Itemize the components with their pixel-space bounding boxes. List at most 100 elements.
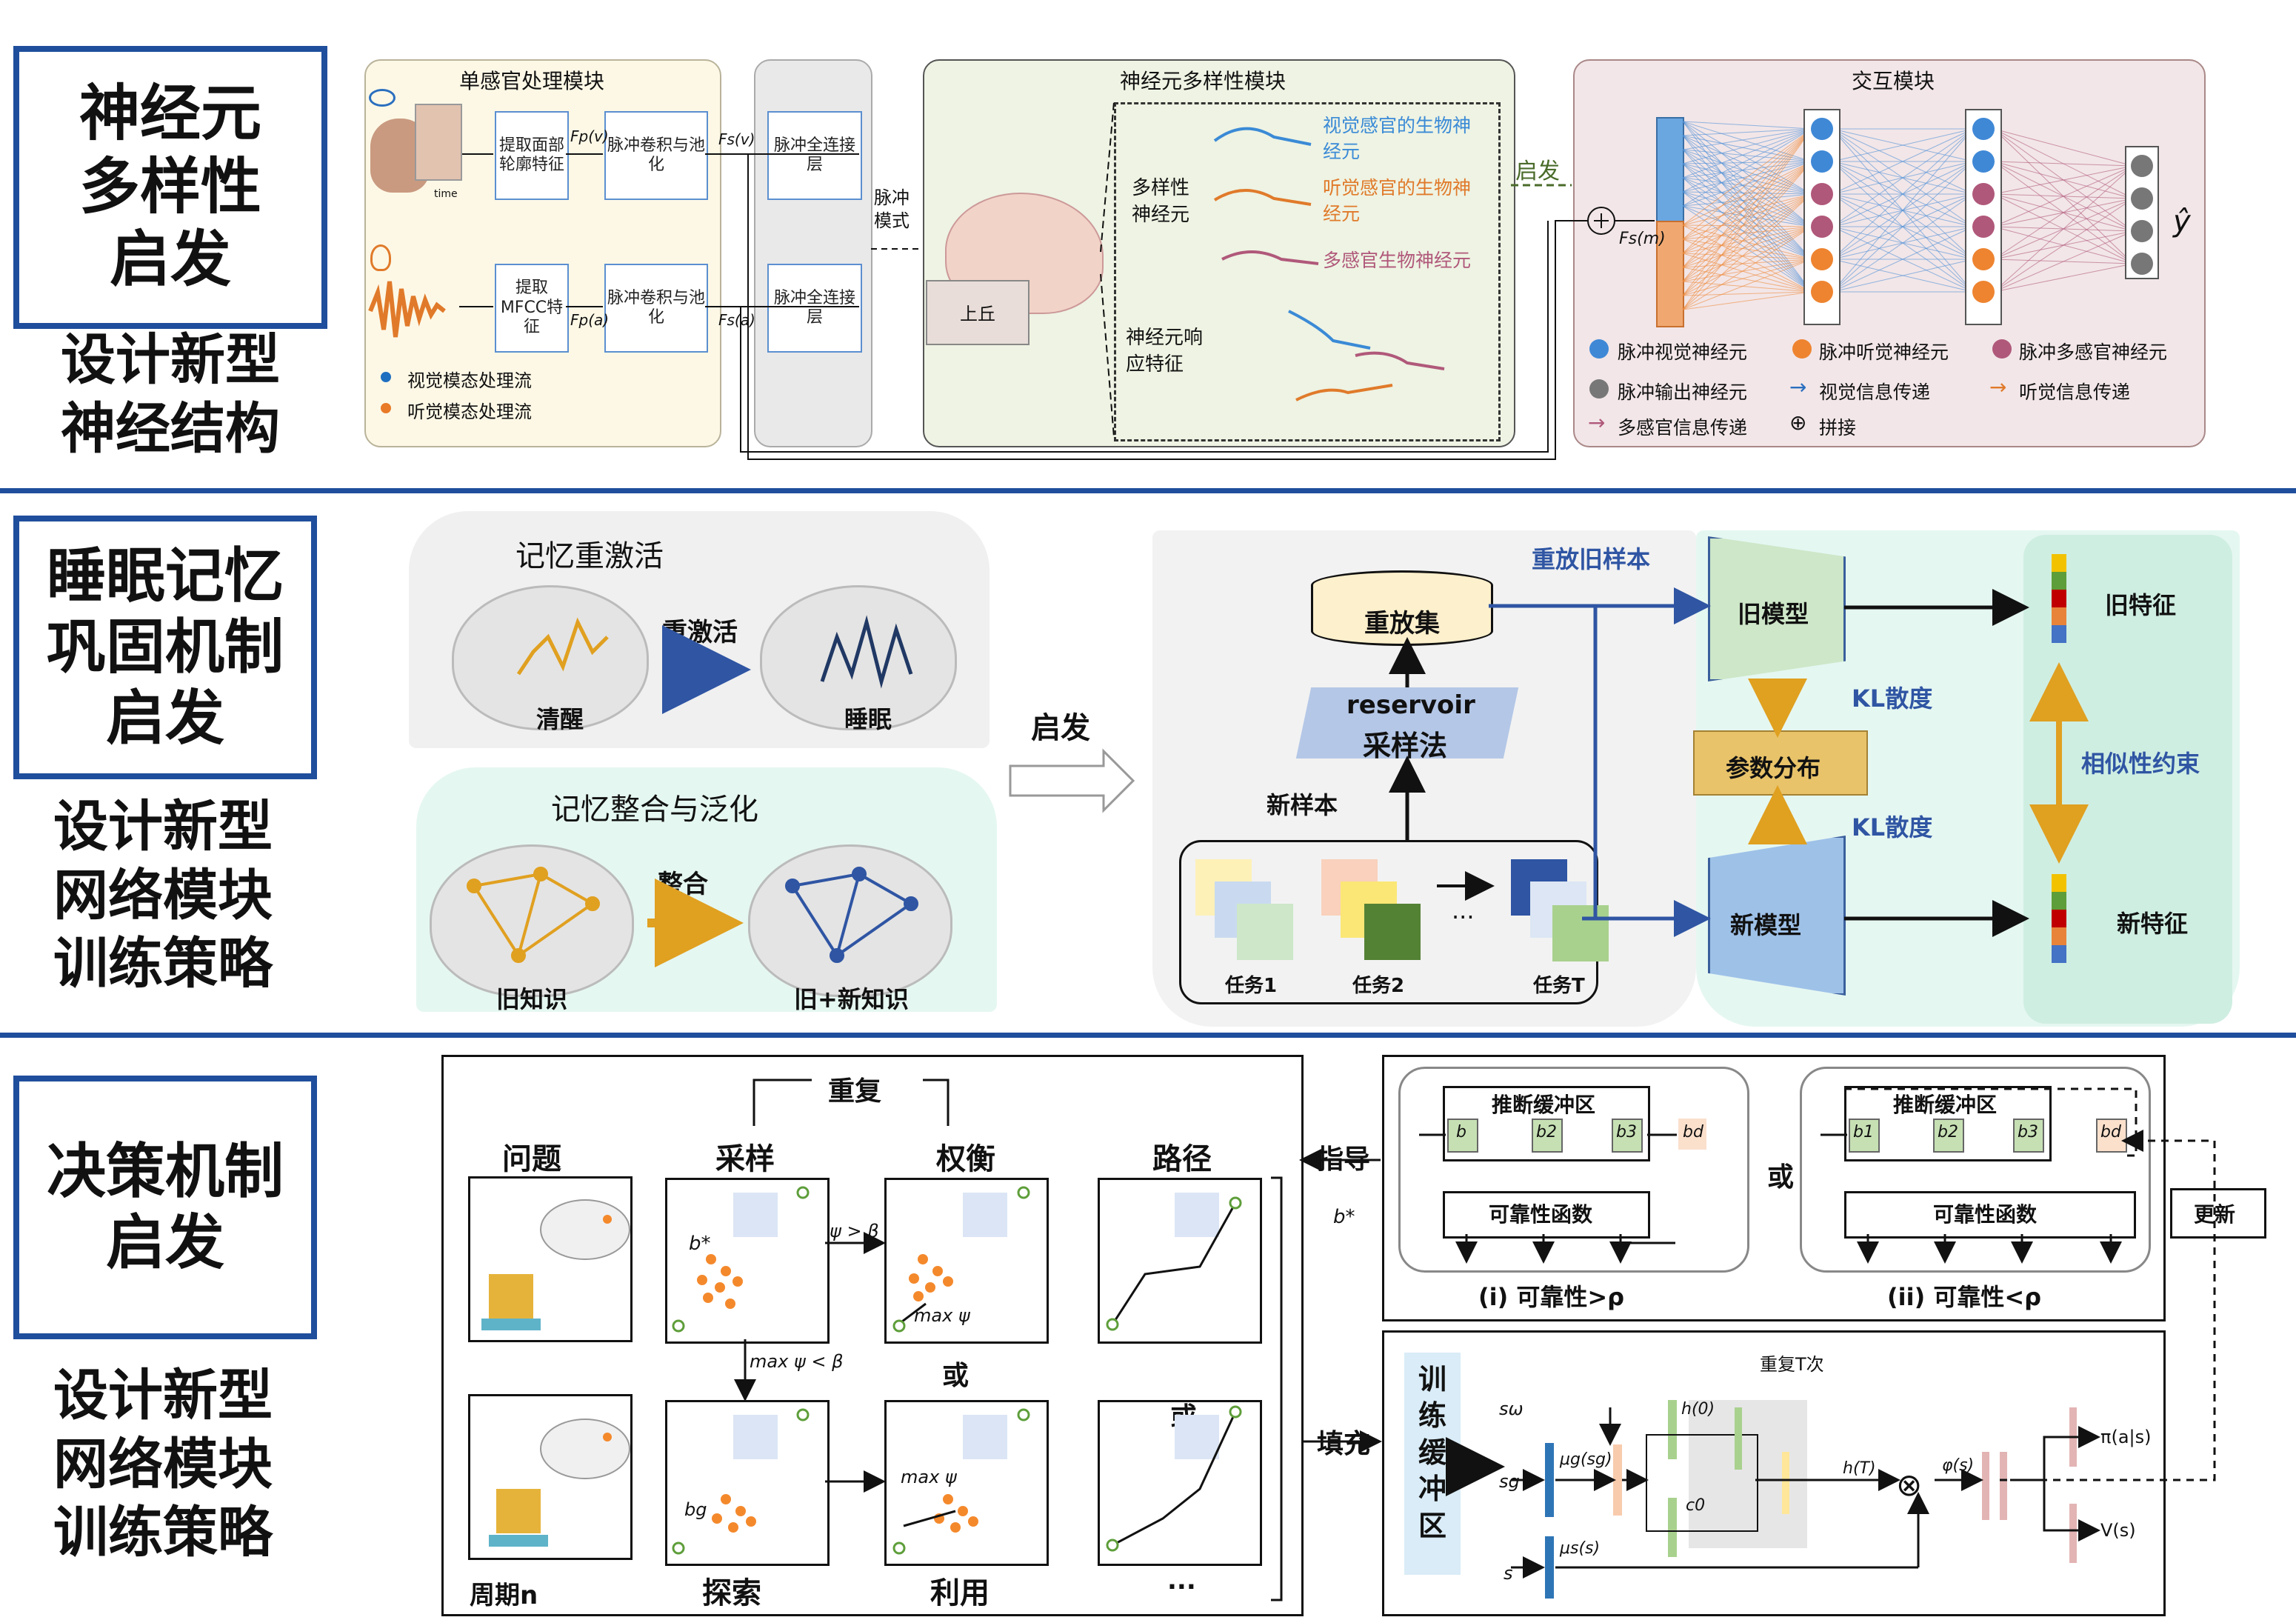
b2-cell-1-label: b1 <box>1853 1123 1874 1141</box>
replay-set-label: 重放集 <box>1364 609 1440 639</box>
divider-2 <box>0 1033 2296 1038</box>
caption-ii: (ii) 可靠性<ρ <box>1887 1283 2042 1311</box>
brain-new <box>748 844 952 997</box>
extract-face-box: 提取面部轮廓特征 <box>495 111 569 200</box>
caption-i: (i) 可靠性>ρ <box>1478 1283 1625 1311</box>
subtext-design-module-1: 设计新型 网络模块 训练策略 <box>53 795 273 996</box>
leg-concat-icon: ⊕ <box>1789 410 1807 435</box>
lstm-bar-1 <box>1735 1407 1742 1470</box>
pi-label: π(a|s) <box>2100 1427 2152 1447</box>
repeat-T-label: 重复T次 <box>1760 1354 1824 1375</box>
b-cell-1-label: b <box>1456 1123 1466 1141</box>
integrate-label: 整合 <box>658 870 708 899</box>
reliability-box-i <box>1443 1191 1650 1239</box>
new-feat-stack <box>2052 874 2066 963</box>
mu-s-bar <box>1545 1536 1554 1599</box>
mu-g-label: μg(sg) <box>1560 1450 1612 1469</box>
new-feat-label: 新特征 <box>2117 910 2189 938</box>
ear-icon <box>370 244 391 271</box>
sample-sq-2 <box>665 1400 830 1566</box>
sim-label: 相似性约束 <box>2081 750 2200 778</box>
leg-dot-vis <box>1589 339 1609 359</box>
sleep-label: 睡眠 <box>844 705 892 733</box>
mu-g-bar <box>1545 1443 1554 1517</box>
c0-bar <box>1668 1498 1677 1557</box>
aud-neuron-label: 听觉感官的生物神经元 <box>1323 177 1472 224</box>
reliability-fn-ii: 可靠性函数 <box>1933 1202 2038 1227</box>
reactivate-title: 记忆重激活 <box>515 539 664 573</box>
kl1-label: KL散度 <box>1852 684 1933 713</box>
c0-label: c0 <box>1686 1496 1706 1515</box>
leg-vis: 脉冲视觉神经元 <box>1618 341 1748 363</box>
task1-label: 任务1 <box>1225 975 1278 997</box>
explore-label: 探索 <box>702 1576 761 1610</box>
h0-bar <box>1668 1400 1677 1459</box>
infer-buf-title-ii: 推断缓冲区 <box>1893 1093 1998 1117</box>
fc-box-v: 脉冲全连接层 <box>767 111 862 200</box>
train-buffer-text: 训 练 缓 冲 区 <box>1418 1363 1446 1542</box>
multi-neuron-label: 多感官生物神经元 <box>1323 250 1472 271</box>
leg-aud-arrow: → <box>1989 375 2007 399</box>
legend-audio-dot <box>381 403 391 413</box>
awake-label: 清醒 <box>536 705 584 733</box>
b-cell-2 <box>1532 1119 1563 1153</box>
lstm-bar-2 <box>1782 1452 1789 1514</box>
or-mid-label: 或 <box>1767 1162 1795 1193</box>
leg-dot-multi <box>1992 339 2012 359</box>
time-label: time <box>434 188 458 200</box>
y-hat: ŷ <box>2173 204 2191 239</box>
conv-pool-box-v: 脉冲卷积与池化 <box>604 111 708 200</box>
leg-multi-arrow: → <box>1588 410 1606 435</box>
sample-sq-1 <box>665 1178 830 1344</box>
divider-1 <box>0 488 2296 493</box>
hT-label: h(T) <box>1843 1459 1876 1478</box>
b2-cell-3-label: b3 <box>2018 1123 2038 1141</box>
new-model-label: 新模型 <box>1730 911 1802 939</box>
b-cell-1 <box>1447 1119 1478 1153</box>
single-sense-title: 单感官处理模块 <box>459 69 605 93</box>
h0-label: h(0) <box>1681 1400 1715 1419</box>
question-label: 问题 <box>502 1142 561 1176</box>
v-label: V(s) <box>2100 1520 2136 1541</box>
fs-m-label: Fs(m) <box>1619 230 1666 248</box>
b2-cell-2-label: b2 <box>1938 1123 1958 1141</box>
vis-neuron-label: 视觉感官的生物神经元 <box>1323 115 1472 162</box>
leg-concat: 拼接 <box>1819 417 1857 439</box>
legend-visual: 视觉模态处理流 <box>407 370 532 391</box>
update-label: 更新 <box>2194 1202 2236 1227</box>
max-psi2-label: max ψ <box>901 1467 957 1487</box>
leg-multi: 脉冲多感官神经元 <box>2019 341 2168 363</box>
or-label-2: 或 <box>1170 1402 1198 1433</box>
s-w-label: sω <box>1499 1399 1524 1419</box>
reservoir-label-2: 采样法 <box>1363 730 1448 762</box>
param-dist-label: 参数分布 <box>1726 754 1821 782</box>
task2-sq-c <box>1364 904 1421 960</box>
old-knowledge-label: 旧知识 <box>496 985 568 1013</box>
leg-aud: 脉冲听觉神经元 <box>1819 341 1949 363</box>
bg-label: bg <box>684 1499 707 1520</box>
exploit-label: 利用 <box>930 1576 990 1610</box>
inspire-label-s2: 启发 <box>1031 711 1090 745</box>
taskT-sq-c <box>1552 905 1609 961</box>
max-psi-label: max ψ <box>914 1305 970 1326</box>
kl2-label: KL散度 <box>1852 813 1933 841</box>
cycle-label: 周期n <box>470 1581 538 1610</box>
replay-old-label: 重放旧样本 <box>1532 545 1651 573</box>
guide-label: 指导 <box>1317 1144 1371 1175</box>
leg-aud-pass: 听觉信息传递 <box>2019 381 2131 403</box>
b-cell-3-label: b3 <box>1616 1123 1637 1141</box>
reservoir-label-1: reservoir <box>1346 690 1475 720</box>
brain-old <box>430 844 634 997</box>
conv-pool-box-a: 脉冲卷积与池化 <box>604 264 708 353</box>
path-sq-1 <box>1098 1178 1262 1344</box>
infer-buf-title-i: 推断缓冲区 <box>1492 1093 1596 1117</box>
phi-label: φ(s) <box>1942 1456 1975 1475</box>
b-cell-d <box>1678 1119 1706 1150</box>
b-star-label: b* <box>689 1233 711 1255</box>
concat-bar <box>1613 1444 1622 1516</box>
old-model-label: 旧模型 <box>1738 600 1809 628</box>
legend-audio: 听觉模态处理流 <box>407 401 532 422</box>
s-g-label: sg <box>1499 1471 1520 1492</box>
otimes: ⊗ <box>1896 1467 1923 1503</box>
task-dots: ... <box>1452 896 1475 924</box>
